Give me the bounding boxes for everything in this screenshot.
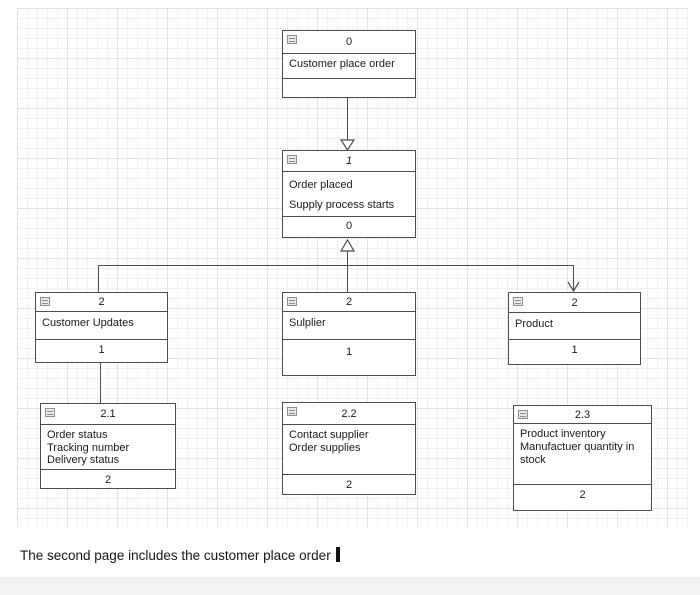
node-body: Sulplier [283, 311, 415, 339]
node-body: Product inventory Manufactuer quantity i… [514, 423, 651, 484]
node-supplier[interactable]: 2 Sulplier 1 [282, 292, 416, 376]
collapse-icon[interactable] [287, 407, 297, 416]
connector-branch-right[interactable] [573, 266, 574, 290]
node-body: Order status Tracking number Delivery st… [41, 424, 175, 469]
node-footer: 1 [283, 339, 415, 376]
node-footer: 2 [41, 469, 175, 489]
node-number: 2.2 [341, 407, 357, 420]
node-footer: 2 [283, 474, 415, 495]
connector-branch-horizontal[interactable] [98, 265, 574, 266]
node-header: 2 [509, 293, 640, 312]
node-header: 2.2 [283, 403, 415, 424]
node-order-placed[interactable]: 1 Order placed Supply process starts 0 [282, 150, 416, 238]
node-customer-updates[interactable]: 2 Customer Updates 1 [35, 292, 168, 363]
node-header: 0 [283, 31, 415, 53]
caption-label: The second page includes the customer pl… [20, 548, 331, 563]
node-footer: 2 [514, 484, 651, 511]
node-body: Order placed Supply process starts [283, 171, 415, 216]
node-number: 2.3 [574, 408, 591, 421]
node-body: Customer Updates [36, 311, 167, 339]
node-number: 0 [345, 36, 353, 48]
node-product[interactable]: 2 Product 1 [508, 292, 641, 365]
node-footer: 0 [283, 216, 415, 238]
text-cursor [335, 547, 340, 562]
collapse-icon[interactable] [287, 35, 297, 44]
bottom-band [0, 577, 700, 595]
node-footer: 1 [509, 339, 640, 365]
node-order-status[interactable]: 2.1 Order status Tracking number Deliver… [40, 403, 176, 489]
node-header: 2.1 [41, 404, 175, 424]
node-number: 2 [98, 296, 105, 308]
node-body: Contact supplier Order supplies [283, 424, 415, 474]
node-header: 2 [283, 293, 415, 311]
open-triangle-arrow-down-icon [340, 139, 355, 151]
node-footer [283, 78, 415, 98]
connector-branch-left[interactable] [98, 266, 99, 292]
collapse-icon[interactable] [513, 297, 523, 306]
caption-text[interactable]: The second page includes the customer pl… [20, 547, 340, 563]
node-number: 1 [345, 155, 353, 167]
connector-updates-to-21[interactable] [100, 362, 101, 403]
node-header: 2.3 [514, 406, 651, 423]
node-body: Customer place order [283, 53, 415, 78]
connector-branch-center[interactable] [347, 266, 348, 292]
collapse-icon[interactable] [45, 408, 55, 417]
node-header: 1 [283, 151, 415, 171]
open-arrow-down-icon [567, 282, 580, 292]
collapse-icon[interactable] [287, 155, 297, 164]
node-customer-place-order[interactable]: 0 Customer place order [282, 30, 416, 98]
collapse-icon[interactable] [518, 410, 528, 419]
node-number: 2 [571, 296, 578, 309]
node-number: 2.1 [100, 408, 116, 420]
node-header: 2 [36, 293, 167, 311]
node-body: Product [509, 312, 640, 339]
node-number: 2 [345, 296, 353, 308]
node-product-inventory[interactable]: 2.3 Product inventory Manufactuer quanti… [513, 405, 652, 511]
collapse-icon[interactable] [287, 297, 297, 306]
collapse-icon[interactable] [40, 297, 50, 306]
connector-0-to-1[interactable] [347, 97, 348, 140]
connector-1-stem[interactable] [347, 251, 348, 266]
node-contact-supplier[interactable]: 2.2 Contact supplier Order supplies 2 [282, 402, 416, 495]
node-footer: 1 [36, 339, 167, 363]
